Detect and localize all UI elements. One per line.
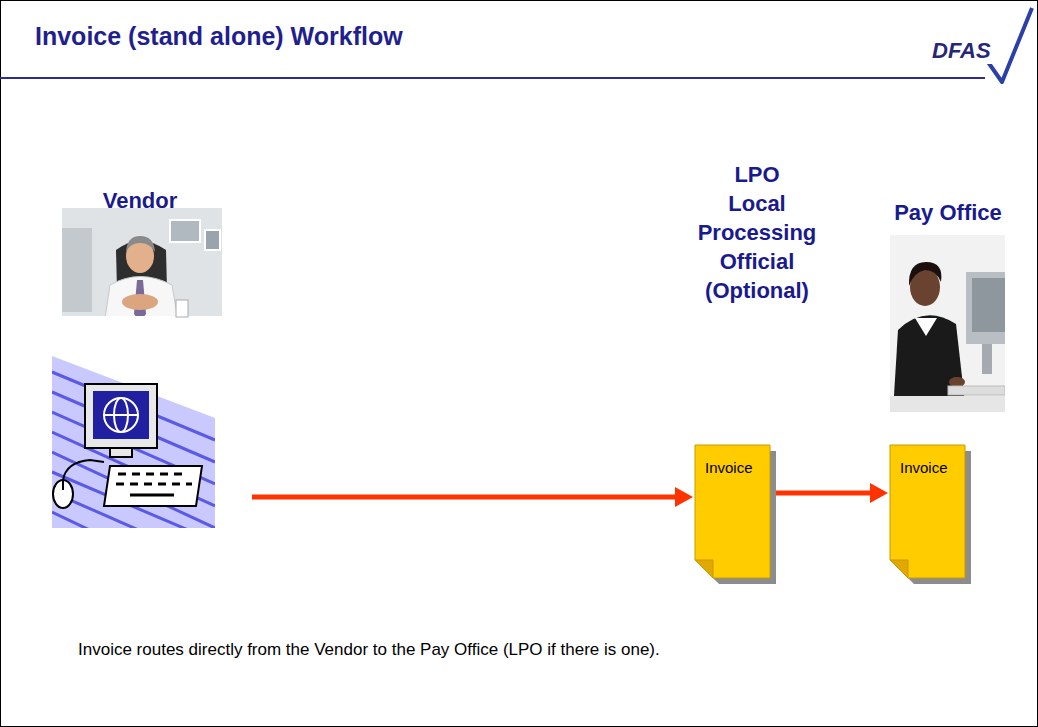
computer-icon-part [104, 466, 202, 506]
text-slot: Invoice [890, 445, 965, 477]
document-fold [695, 560, 713, 578]
computer-icon-part [45, 350, 225, 535]
title-rule [0, 78, 985, 79]
logo-check-part [988, 8, 1032, 82]
computer-icon-part [110, 448, 132, 457]
computer-icon-part [85, 384, 157, 448]
vendor-photo-part [62, 228, 92, 312]
computer-icon-part [63, 460, 104, 480]
vendor-photo [62, 208, 222, 332]
vendor-photo-part [205, 230, 220, 250]
slide-title: Invoice (stand alone) Workflow [35, 22, 403, 51]
computer-icon-part [62, 480, 64, 490]
pay-office-photo [890, 235, 1005, 412]
title-rule-part [0, 77, 985, 79]
flow-arrow [252, 495, 675, 500]
vendor-photo-part [170, 220, 200, 242]
document-label: Invoice [705, 459, 753, 476]
invoice-document: LPO Local Processing Official (Optional)… [695, 445, 770, 578]
pay-office-photo-part [966, 272, 1005, 344]
logo-check [988, 8, 1032, 82]
computer-icon [45, 350, 225, 535]
vendor-photo-part [62, 316, 222, 332]
document-sheet [890, 445, 965, 578]
vendor-photo-part [126, 236, 155, 252]
node-heading: Vendor [40, 186, 240, 215]
text-slot: Invoice [695, 445, 770, 477]
document-label: Invoice [900, 459, 948, 476]
document-fold [890, 560, 908, 578]
vendor-photo-part [122, 294, 158, 310]
document-sheet [695, 445, 770, 578]
computer-icon-part [93, 391, 149, 439]
pay-office-photo-part [890, 396, 1005, 412]
vendor-photo-part [62, 208, 222, 332]
vendor-photo-part [176, 300, 188, 317]
slide-caption: Invoice routes directly from the Vendor … [78, 640, 998, 660]
pay-office-photo-part [982, 344, 992, 374]
computer-icon-part [53, 480, 73, 508]
node-heading: Pay Office [868, 198, 1028, 227]
logo-text: DFAS [930, 38, 993, 64]
computer-icon-part-part [45, 350, 225, 535]
computer-icon-part [104, 414, 138, 416]
computer-icon-part [104, 398, 138, 432]
pay-office-photo-part [915, 318, 937, 336]
node-heading: LPO Local Processing Official (Optional) [672, 160, 842, 305]
pay-office-photo-part [972, 278, 1005, 332]
computer-icon-part [116, 474, 192, 495]
computer-icon-part-part [52, 372, 215, 535]
flow-arrow [772, 491, 870, 496]
text-slot: LPO Local Processing Official (Optional) [672, 160, 842, 305]
vendor-node: Vendor [45, 355, 250, 530]
pay-office-photo-part [890, 235, 1005, 412]
text-slot: Pay Office [868, 198, 1028, 227]
text-slot: Vendor [40, 186, 240, 215]
pay-office-photo-part [909, 262, 941, 286]
invoice-document: Pay OfficeInvoice [890, 445, 965, 578]
pay-office-photo-part [948, 386, 1005, 395]
